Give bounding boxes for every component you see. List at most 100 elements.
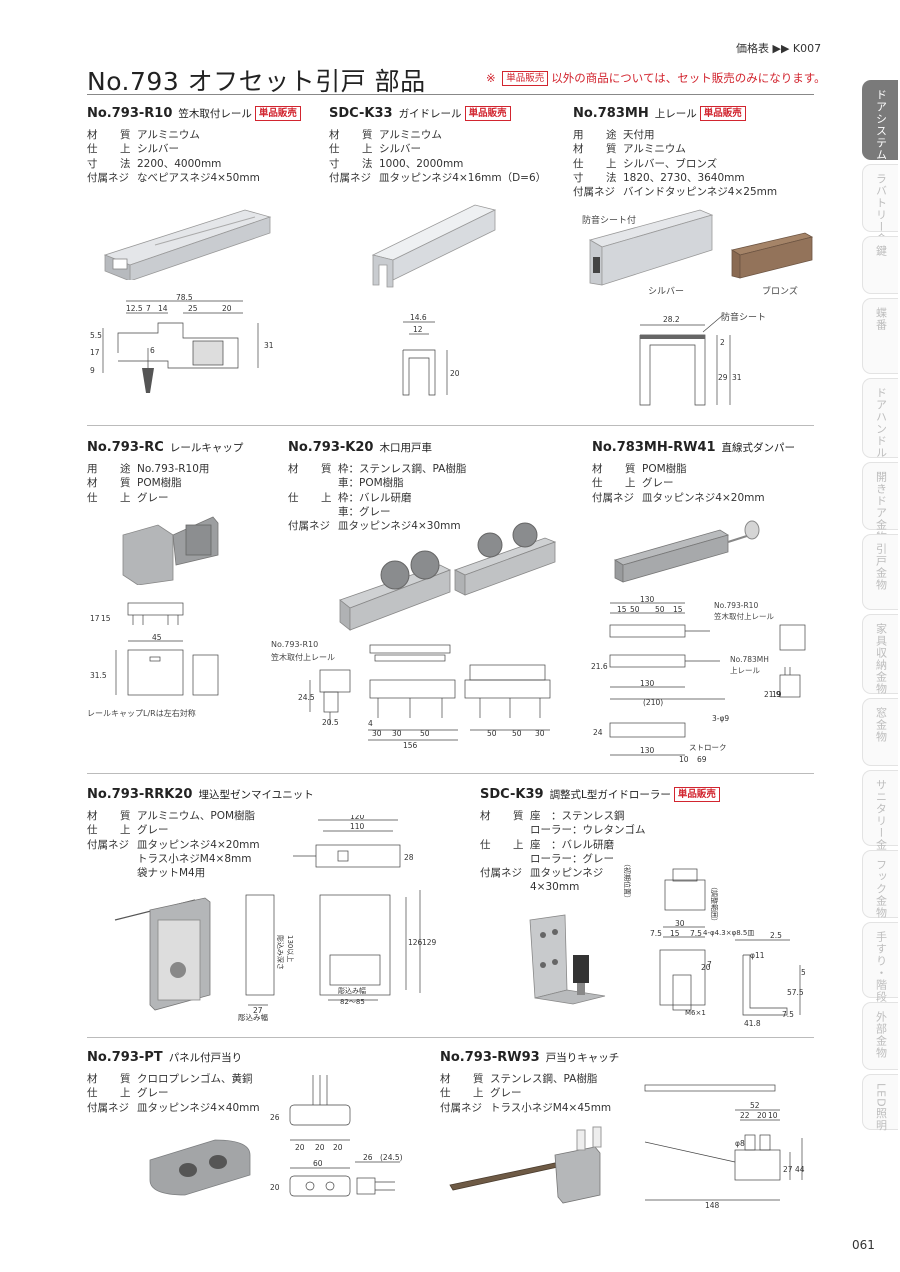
- side-nav-tab[interactable]: LED照明: [862, 1074, 898, 1132]
- product-code: No.783MH-RW41: [592, 440, 716, 455]
- side-nav-tab[interactable]: 家具収納金物: [862, 614, 898, 695]
- side-nav-tab[interactable]: 蝶番: [862, 298, 898, 374]
- rrk20-width-value: 82〜85: [340, 998, 365, 1006]
- side-nav-tab[interactable]: ドアハンドル・引手: [862, 378, 898, 495]
- svg-text:彫込み幅: 彫込み幅: [238, 1012, 268, 1022]
- side-nav-tab[interactable]: 外部金物: [862, 1002, 898, 1070]
- svg-text:12.5: 12.5: [126, 304, 143, 313]
- svg-text:25: 25: [188, 304, 198, 313]
- label-silver: シルバー: [648, 287, 685, 297]
- spec-key: 仕 上: [288, 491, 338, 504]
- spec-value: グレー: [642, 477, 674, 490]
- spec-key: 材 質: [329, 129, 379, 141]
- svg-text:30: 30: [372, 729, 382, 738]
- side-nav-tab[interactable]: サニタリー金物: [862, 770, 898, 863]
- svg-text:12: 12: [413, 325, 423, 334]
- spec-row: 付属ネジ皿タッピンネジ4×20mm: [87, 838, 314, 852]
- product-name: ガイドレール: [398, 108, 462, 120]
- product-code: No.793-PT: [87, 1050, 163, 1065]
- spec-key: 仕 上: [87, 1087, 137, 1100]
- side-nav-tab[interactable]: ラバトリー金物: [862, 164, 898, 257]
- svg-text:130: 130: [640, 679, 655, 688]
- svg-text:20: 20: [757, 1111, 767, 1120]
- spec-row: 車：POM樹脂: [288, 476, 466, 490]
- side-nav-tab[interactable]: 窓金物: [862, 698, 898, 766]
- side-nav-tab[interactable]: 開きドア金物: [862, 462, 898, 543]
- product-name: 上レール: [654, 108, 697, 120]
- spec-key: 寸 法: [87, 157, 137, 170]
- spec-key: 材 質: [480, 810, 530, 822]
- spec-key: 寸 法: [573, 171, 623, 184]
- product-name: 笠木取付レール: [178, 108, 252, 120]
- product-name: パネル付戸当り: [168, 1052, 243, 1064]
- k20-rail-label-2: 笠木取付上レール: [271, 653, 335, 662]
- k39-init-label: （初期位置）: [623, 860, 632, 902]
- single-sale-tag: 単品販売: [502, 71, 549, 86]
- svg-text:26: 26: [363, 1153, 373, 1162]
- spec-key: 付属ネジ: [329, 171, 371, 184]
- svg-text:20: 20: [222, 304, 232, 313]
- mh-rail-photos: [588, 209, 814, 286]
- spec-row: 付属ネジ皿タッピンネジ4×20mm: [592, 491, 795, 505]
- spec-row: 付属ネジ皿タッピンネジ4×16mm（D=6）: [329, 171, 546, 185]
- side-nav-tab[interactable]: ドアシステム: [862, 80, 898, 161]
- svg-text:20: 20: [295, 1143, 305, 1152]
- svg-text:21.9: 21.9: [764, 690, 781, 699]
- spec-key: 材 質: [573, 143, 623, 156]
- svg-text:15: 15: [670, 929, 680, 938]
- rc-cap-photo: [122, 516, 219, 585]
- label-seal-attached: 防音シート付: [582, 216, 637, 226]
- spec-key: 付属ネジ: [87, 1101, 129, 1114]
- spec-row: 仕 上グレー: [87, 491, 243, 505]
- svg-text:27: 27: [783, 1165, 793, 1174]
- side-nav-tab[interactable]: 手すり・階段金物: [862, 922, 898, 1027]
- spec-row: 材 質アルミニウム: [87, 128, 304, 142]
- product-name: 直線式ダンパー: [721, 442, 796, 454]
- spec-row: ローラー：ウレタンゴム: [480, 823, 723, 837]
- spec-value: 座 ：バレル研磨: [530, 838, 614, 851]
- spec-value: 4×30mm: [530, 881, 580, 894]
- k39-holes-label: 4-φ4.3×φ8.5皿: [703, 929, 754, 937]
- spec-key: 付属ネジ: [440, 1101, 482, 1114]
- spec-value: 天付用: [623, 129, 655, 141]
- side-nav-tab[interactable]: 鍵: [862, 236, 898, 294]
- spec-value: ステンレス鋼、PA樹脂: [490, 1073, 598, 1085]
- section-divider: [87, 425, 814, 426]
- spec-key: 材 質: [87, 477, 137, 490]
- k20-roller-photo: [339, 522, 557, 631]
- product-code: No.793-RC: [87, 440, 164, 455]
- side-nav-label: LED照明: [874, 1083, 888, 1132]
- side-nav-label: 外部金物: [874, 1011, 888, 1059]
- svg-text:24: 24: [593, 728, 603, 737]
- rrk20-depth-value: 130以上: [286, 935, 295, 962]
- side-nav-tab[interactable]: フック金物: [862, 850, 898, 919]
- svg-text:29: 29: [718, 373, 728, 382]
- rrk20-width-label: 彫込み幅: [338, 986, 366, 995]
- spec-row: 付属ネジ皿タッピンネジ: [480, 866, 723, 880]
- svg-text:120: 120: [350, 815, 365, 821]
- svg-text:24.5: 24.5: [298, 693, 315, 702]
- svg-text:148: 148: [705, 1201, 720, 1210]
- side-nav-tab[interactable]: 引戸金物: [862, 534, 898, 610]
- spec-key: 付属ネジ: [480, 867, 522, 880]
- svg-text:78.5: 78.5: [176, 293, 193, 302]
- product-title: No.793-PT パネル付戸当り: [87, 1050, 260, 1065]
- svg-text:50: 50: [801, 968, 805, 977]
- svg-text:31.5: 31.5: [264, 341, 273, 350]
- product-name: 木口用戸車: [379, 442, 432, 454]
- spec-key: [288, 505, 338, 519]
- spec-value: アルミニウム: [379, 129, 442, 141]
- spec-value: ローラー：ウレタンゴム: [530, 824, 646, 837]
- product-code: No.793-R10: [87, 106, 173, 121]
- spec-row: 材 質アルミニウム: [329, 128, 546, 142]
- svg-text:6: 6: [150, 346, 155, 355]
